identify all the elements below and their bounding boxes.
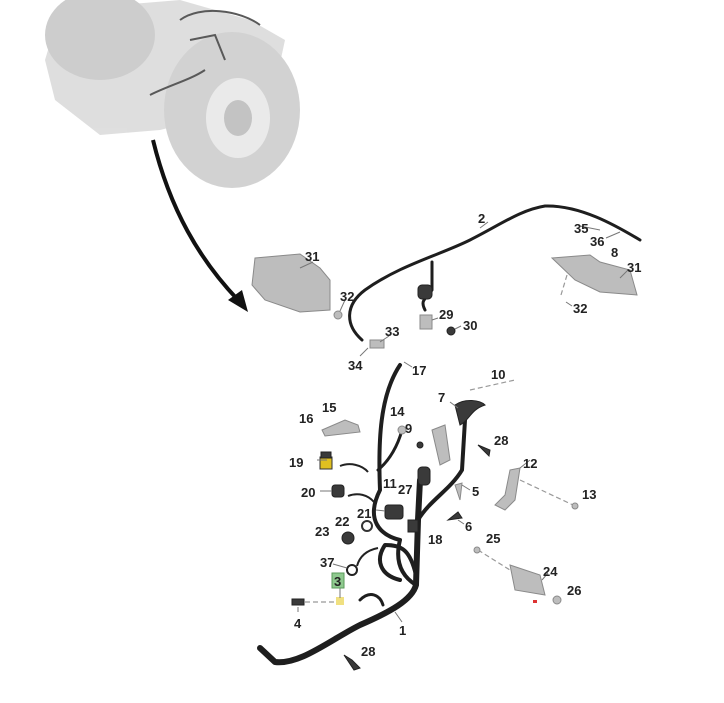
callout-7: 7 — [438, 390, 445, 405]
connector-19 — [319, 456, 333, 470]
callout-23: 23 — [315, 524, 329, 539]
callout-4: 4 — [294, 616, 302, 631]
callout-32-right: 32 — [573, 301, 587, 316]
connector-27 — [417, 466, 431, 486]
callout-10: 10 — [491, 367, 505, 382]
connector-18 — [407, 519, 419, 533]
harness-2 — [348, 204, 642, 349]
callout-19: 19 — [289, 455, 303, 470]
callout-3-highlight — [331, 572, 345, 589]
callout-25: 25 — [486, 531, 500, 546]
callout-11: 11 — [383, 476, 397, 491]
callout-32-left: 32 — [340, 289, 354, 304]
bracket-31-left — [251, 253, 331, 313]
sensor-28-bottom — [343, 654, 361, 671]
clip-37 — [346, 564, 358, 576]
callout-3: 3 — [334, 574, 341, 589]
callout-22: 22 — [335, 514, 349, 529]
ring-22 — [361, 520, 373, 532]
callout-27: 27 — [398, 482, 412, 497]
tractor-overview-image — [45, 0, 300, 188]
callout-14: 14 — [390, 404, 405, 419]
callout-1: 1 — [399, 623, 406, 638]
callout-30: 30 — [463, 318, 477, 333]
bracket-31-right — [550, 254, 638, 296]
callout-24: 24 — [543, 564, 558, 579]
callout-21: 21 — [357, 506, 371, 521]
plug-20 — [331, 484, 345, 498]
callout-12: 12 — [523, 456, 537, 471]
callout-26: 26 — [567, 583, 581, 598]
bolt-32-left — [333, 310, 343, 320]
pointer-arrow — [151, 139, 240, 302]
callout-36: 36 — [590, 234, 604, 249]
callout-9: 9 — [405, 421, 412, 436]
callout-33: 33 — [385, 324, 399, 339]
leader-lines — [297, 221, 629, 623]
callout-29: 29 — [439, 307, 453, 322]
callout-34: 34 — [348, 358, 363, 373]
callout-20: 20 — [301, 485, 315, 500]
callout-37: 37 — [320, 555, 334, 570]
grommet-7 — [454, 400, 486, 426]
bracket-12 — [494, 467, 521, 511]
callout-15: 15 — [322, 400, 336, 415]
callout-35: 35 — [574, 221, 588, 236]
callout-18: 18 — [428, 532, 442, 547]
callout-6: 6 — [465, 519, 472, 534]
plug-23 — [341, 531, 355, 545]
connector-4 — [291, 598, 305, 606]
arrow-head — [228, 290, 248, 312]
connector-3-part — [336, 597, 344, 605]
callout-28-lower: 28 — [361, 644, 375, 659]
callout-13: 13 — [582, 487, 596, 502]
callout-8: 8 — [611, 245, 618, 260]
callout-5: 5 — [472, 484, 479, 499]
callout-labels: 1 2 3 4 5 6 7 8 9 10 11 12 13 14 15 16 1… — [289, 211, 641, 659]
callout-2: 2 — [478, 211, 485, 226]
nut-26 — [552, 595, 562, 605]
callout-16: 16 — [299, 411, 313, 426]
connector-21 — [384, 504, 404, 520]
harness-1 — [257, 363, 467, 666]
callout-31-right: 31 — [627, 260, 641, 275]
bracket-24 — [509, 564, 546, 596]
callout-31-left: 31 — [305, 249, 319, 264]
callout-28-upper: 28 — [494, 433, 508, 448]
bracket-center — [431, 424, 451, 466]
callout-17: 17 — [412, 363, 426, 378]
sensor-28-top — [477, 444, 491, 458]
